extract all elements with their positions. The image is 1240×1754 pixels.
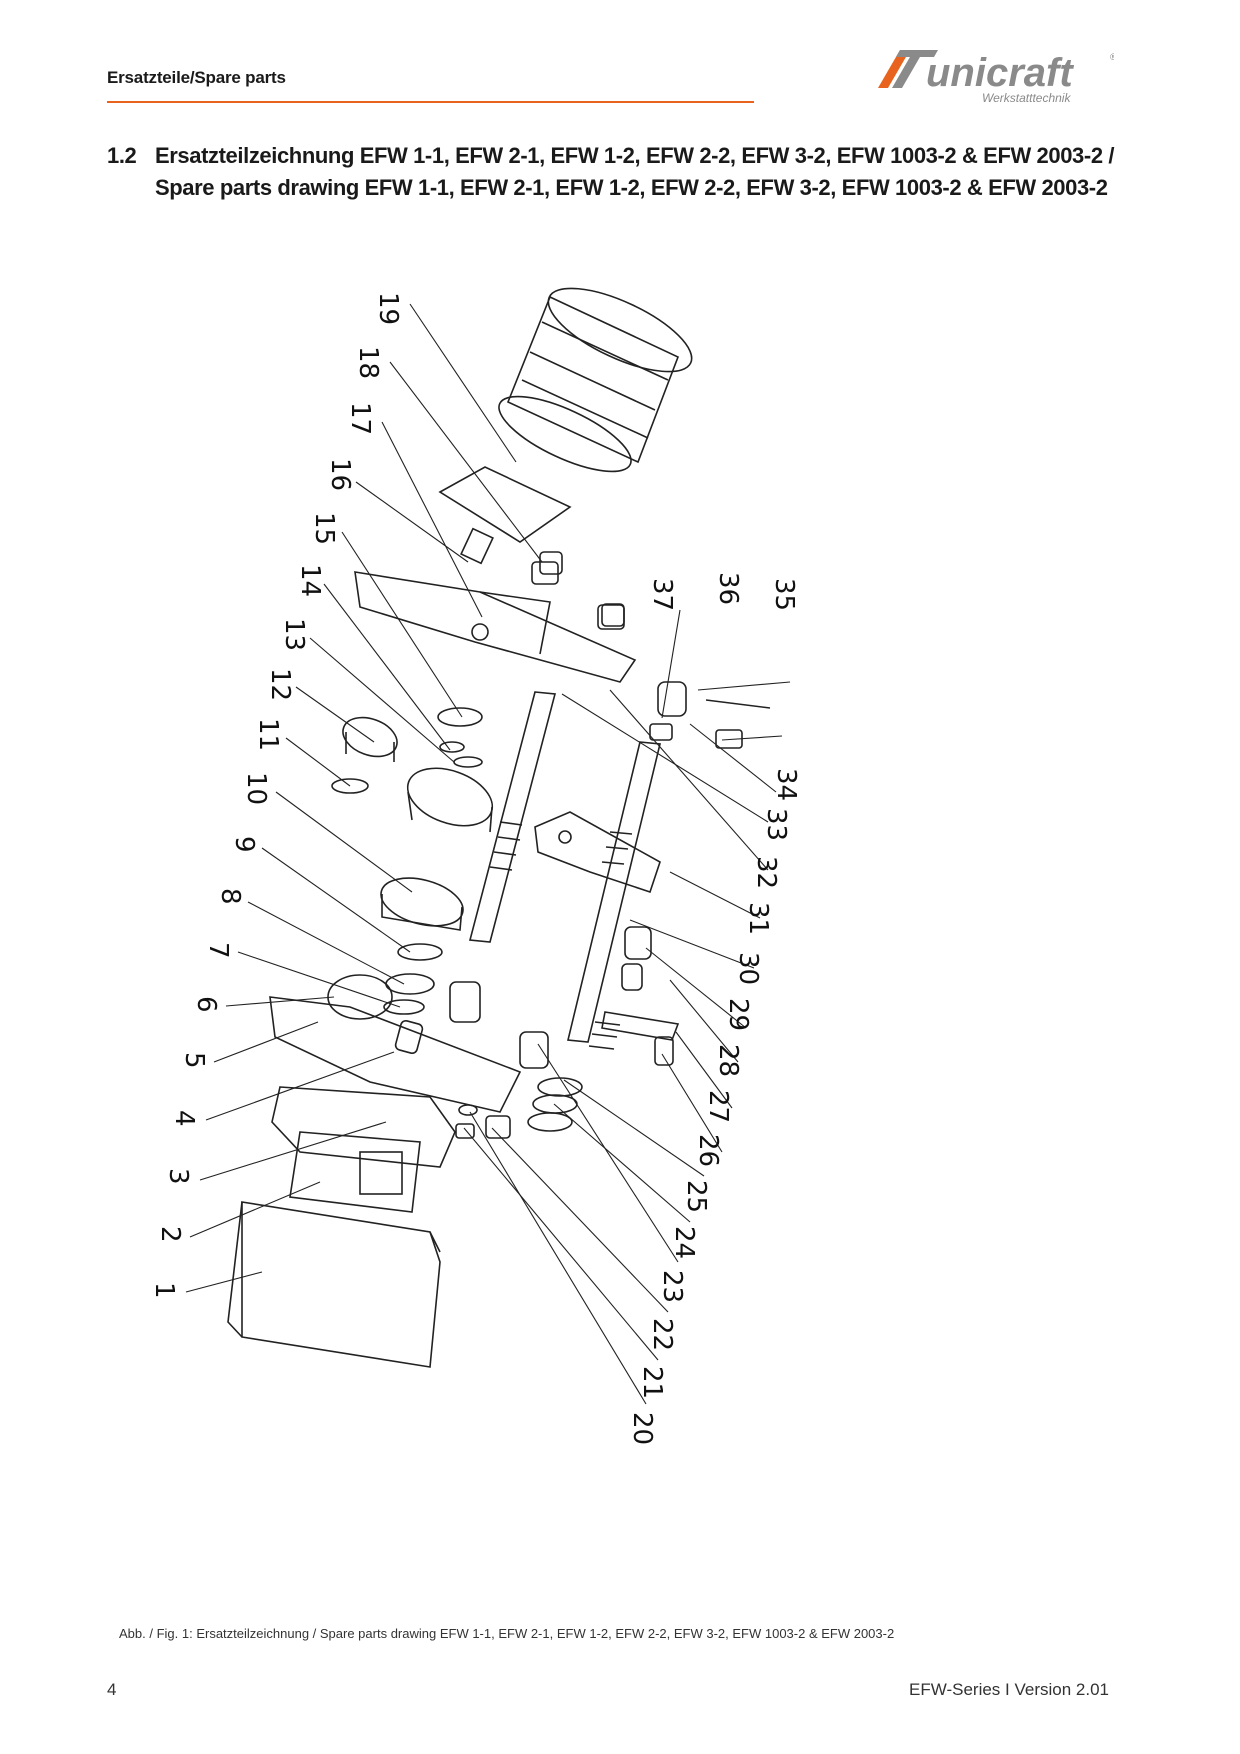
callout-11: 11 — [253, 718, 283, 751]
callout-31: 31 — [743, 902, 773, 935]
callout-12: 12 — [265, 668, 295, 701]
callout-13: 13 — [279, 618, 309, 651]
housing-icon — [227, 1086, 456, 1368]
callout-19: 19 — [373, 292, 403, 325]
svg-text:®: ® — [1110, 52, 1114, 62]
header-title: Ersatzteile/Spare parts — [107, 68, 286, 87]
callout-33: 33 — [761, 808, 791, 841]
callout-34: 34 — [771, 768, 801, 801]
callout-1: 1 — [150, 1282, 179, 1299]
logo-tagline: Werkstatttechnik — [982, 91, 1071, 105]
callout-30: 30 — [733, 952, 763, 985]
lower-plate-icon — [269, 974, 549, 1113]
callout-7: 7 — [203, 942, 233, 959]
unicraft-logo: unicraft ® Werkstatttechnik — [878, 50, 1114, 105]
part-number-callouts: 19 18 17 16 15 14 13 12 11 10 9 8 7 6 5 … — [150, 292, 801, 1445]
callout-15: 15 — [309, 512, 339, 545]
worm-shaft-icon — [468, 691, 661, 1050]
callout-36: 36 — [713, 572, 743, 605]
callout-5: 5 — [179, 1052, 209, 1069]
section-number: 1.2 — [107, 143, 137, 168]
exploded-parts-drawing: 19 18 17 16 15 14 13 12 11 10 9 8 7 6 5 … — [150, 287, 801, 1445]
callout-37: 37 — [647, 578, 677, 611]
callout-2: 2 — [155, 1226, 185, 1243]
page-number: 4 — [107, 1680, 117, 1699]
logo-wordmark: unicraft — [926, 51, 1074, 95]
header-rule — [107, 101, 754, 103]
callout-25: 25 — [681, 1180, 711, 1213]
section-heading: 1.2 Ersatzteilzeichnung EFW 1-1, EFW 2-1,… — [107, 140, 1114, 204]
callout-6: 6 — [191, 996, 221, 1013]
callout-8: 8 — [215, 888, 245, 905]
lower-shaft-parts-icon — [455, 926, 680, 1139]
callout-35: 35 — [769, 578, 799, 611]
callout-32: 32 — [751, 856, 781, 889]
callout-27: 27 — [703, 1090, 733, 1123]
callout-28: 28 — [713, 1044, 743, 1077]
callout-26: 26 — [693, 1134, 723, 1167]
footer-version: EFW-Series I Version 2.01 — [909, 1680, 1109, 1699]
callout-22: 22 — [647, 1318, 677, 1351]
motor-icon — [438, 287, 693, 565]
callout-4: 4 — [169, 1110, 199, 1127]
bearing-icon — [380, 707, 483, 1015]
callout-10: 10 — [241, 772, 271, 805]
section-title-de: Ersatzteilzeichnung EFW 1-1, EFW 2-1, EF… — [155, 143, 1115, 168]
gear-icon — [331, 716, 494, 833]
callout-23: 23 — [657, 1270, 687, 1303]
callout-20: 20 — [627, 1412, 657, 1445]
callout-16: 16 — [325, 458, 355, 491]
flange-plate-icon — [534, 811, 661, 894]
callout-14: 14 — [295, 564, 325, 597]
leader-lines — [185, 303, 791, 1405]
callout-21: 21 — [637, 1366, 667, 1399]
callout-9: 9 — [229, 836, 259, 853]
figure-caption: Abb. / Fig. 1: Ersatzteilzeichnung / Spa… — [119, 1626, 895, 1641]
upper-plate-icon — [354, 551, 637, 683]
callout-24: 24 — [669, 1226, 699, 1259]
callout-29: 29 — [723, 998, 753, 1031]
callout-3: 3 — [163, 1168, 193, 1185]
section-title-en: Spare parts drawing EFW 1-1, EFW 2-1, EF… — [155, 175, 1108, 200]
callout-18: 18 — [353, 346, 383, 379]
logo-mark-icon — [878, 50, 938, 88]
callout-17: 17 — [345, 402, 375, 435]
